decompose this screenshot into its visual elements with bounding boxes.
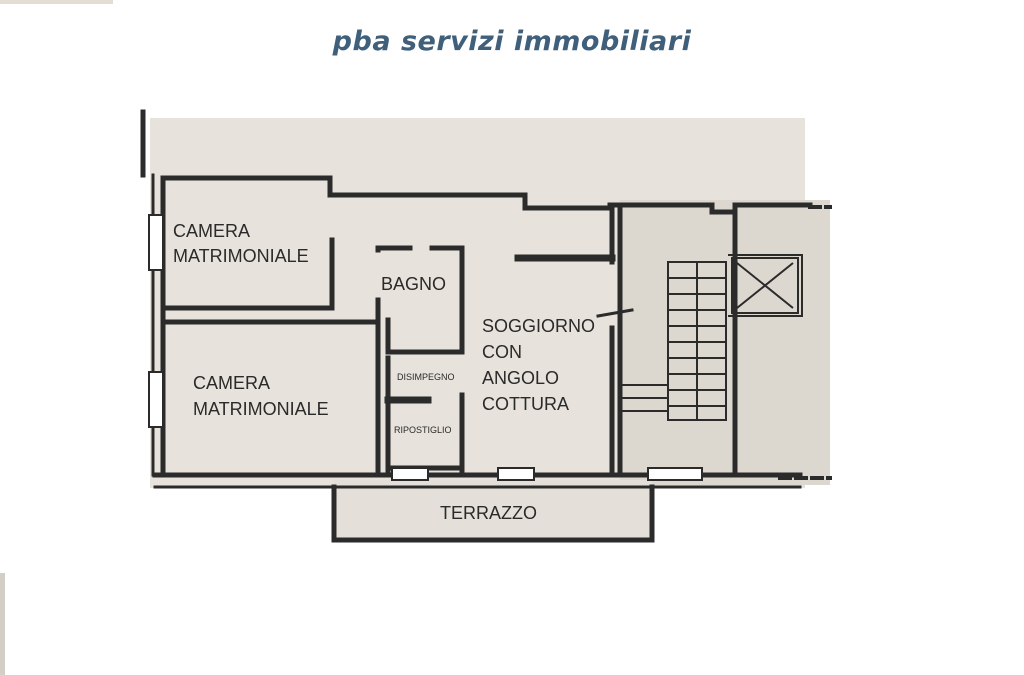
label-terrazzo: TERRAZZO	[440, 503, 537, 523]
staircase	[622, 261, 727, 421]
side-decoration	[0, 573, 5, 675]
corner-decoration	[0, 0, 113, 4]
room-labels: CAMERA MATRIMONIALE BAGNO CAMERA MATRIMO…	[173, 221, 595, 523]
brand-title: pba servizi immobiliari	[332, 26, 692, 57]
terrace-area	[334, 480, 652, 540]
label-camera-1-line2: MATRIMONIALE	[173, 246, 309, 266]
label-ripostiglio: RIPOSTIGLIO	[394, 425, 452, 435]
lift-shaft	[728, 254, 803, 317]
label-camera-2-line1: CAMERA	[193, 373, 270, 393]
label-soggiorno-line3: ANGOLO	[482, 368, 559, 388]
label-disimpegno: DISIMPEGNO	[397, 372, 455, 382]
windows	[148, 214, 703, 481]
label-soggiorno-line1: SOGGIORNO	[482, 316, 595, 336]
label-camera-1-line1: CAMERA	[173, 221, 250, 241]
label-soggiorno-line4: COTTURA	[482, 394, 569, 414]
label-soggiorno-line2: CON	[482, 342, 522, 362]
label-camera-2-line2: MATRIMONIALE	[193, 399, 329, 419]
label-bagno: BAGNO	[381, 274, 446, 294]
